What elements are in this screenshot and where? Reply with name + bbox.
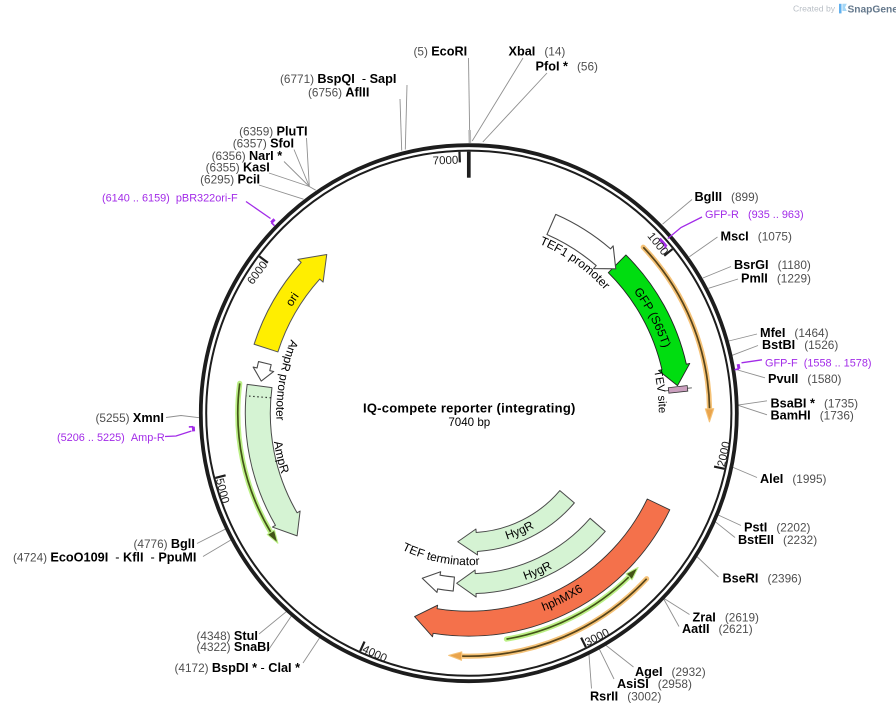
svg-text:PvuII (1580): PvuII (1580)	[768, 372, 842, 386]
svg-text:7000: 7000	[432, 155, 458, 168]
svg-text:(5255) XmnI: (5255) XmnI	[96, 411, 164, 425]
svg-text:7040 bp: 7040 bp	[448, 416, 490, 429]
svg-text:MscI (1075): MscI (1075)	[721, 230, 792, 244]
svg-text:BsrGI (1180): BsrGI (1180)	[734, 258, 811, 272]
svg-text:(6771) BspQI - SapI: (6771) BspQI - SapI	[280, 72, 396, 86]
svg-text:AgeI (2932): AgeI (2932)	[635, 665, 706, 679]
svg-text:BseRI (2396): BseRI (2396)	[723, 572, 802, 586]
svg-text:XbaI (14): XbaI (14)	[509, 45, 566, 59]
svg-text:AleI (1995): AleI (1995)	[760, 472, 827, 486]
svg-text:BstBI (1526): BstBI (1526)	[762, 338, 838, 352]
svg-text:PfoI * (56): PfoI * (56)	[536, 60, 599, 74]
svg-text:RsrII (3002): RsrII (3002)	[590, 690, 661, 704]
svg-text:GFP-R (935 .. 963): GFP-R (935 .. 963)	[705, 209, 804, 221]
svg-text:(6756) AflII: (6756) AflII	[308, 86, 369, 100]
svg-text:Created by: Created by	[793, 4, 836, 14]
svg-text:SnapGene: SnapGene	[848, 4, 896, 15]
svg-text:(4322) SnaBI: (4322) SnaBI	[197, 640, 270, 654]
svg-text:GFP-F (1558 .. 1578): GFP-F (1558 .. 1578)	[765, 358, 872, 370]
svg-text:(4724) EcoO109I - KflI - Ppu: (4724) EcoO109I - KflI - PpuMI	[13, 551, 196, 565]
svg-text:BstEII (2232): BstEII (2232)	[738, 533, 817, 547]
svg-text:(4172) BspDI * - ClaI *: (4172) BspDI * - ClaI *	[175, 661, 301, 675]
svg-text:(6295) PciI: (6295) PciI	[200, 173, 260, 187]
svg-text:BglII (899): BglII (899)	[695, 190, 759, 204]
svg-text:(5) EcoRI: (5) EcoRI	[414, 45, 468, 59]
svg-text:AsiSI (2958): AsiSI (2958)	[617, 677, 692, 691]
svg-text:MfeI (1464): MfeI (1464)	[760, 326, 829, 340]
svg-text:IQ-compete reporter (integrati: IQ-compete reporter (integrating)	[363, 401, 576, 416]
svg-text:AatII (2621): AatII (2621)	[682, 622, 753, 636]
svg-text:(5206 .. 5225) Amp-R: (5206 .. 5225) Amp-R	[57, 432, 165, 444]
svg-text:(4776) BglI: (4776) BglI	[134, 537, 195, 551]
svg-text:PmlI (1229): PmlI (1229)	[741, 272, 811, 286]
svg-text:(6140 .. 6159) pBR322ori-F: (6140 .. 6159) pBR322ori-F	[102, 193, 238, 205]
svg-text:BamHI (1736): BamHI (1736)	[771, 409, 854, 423]
